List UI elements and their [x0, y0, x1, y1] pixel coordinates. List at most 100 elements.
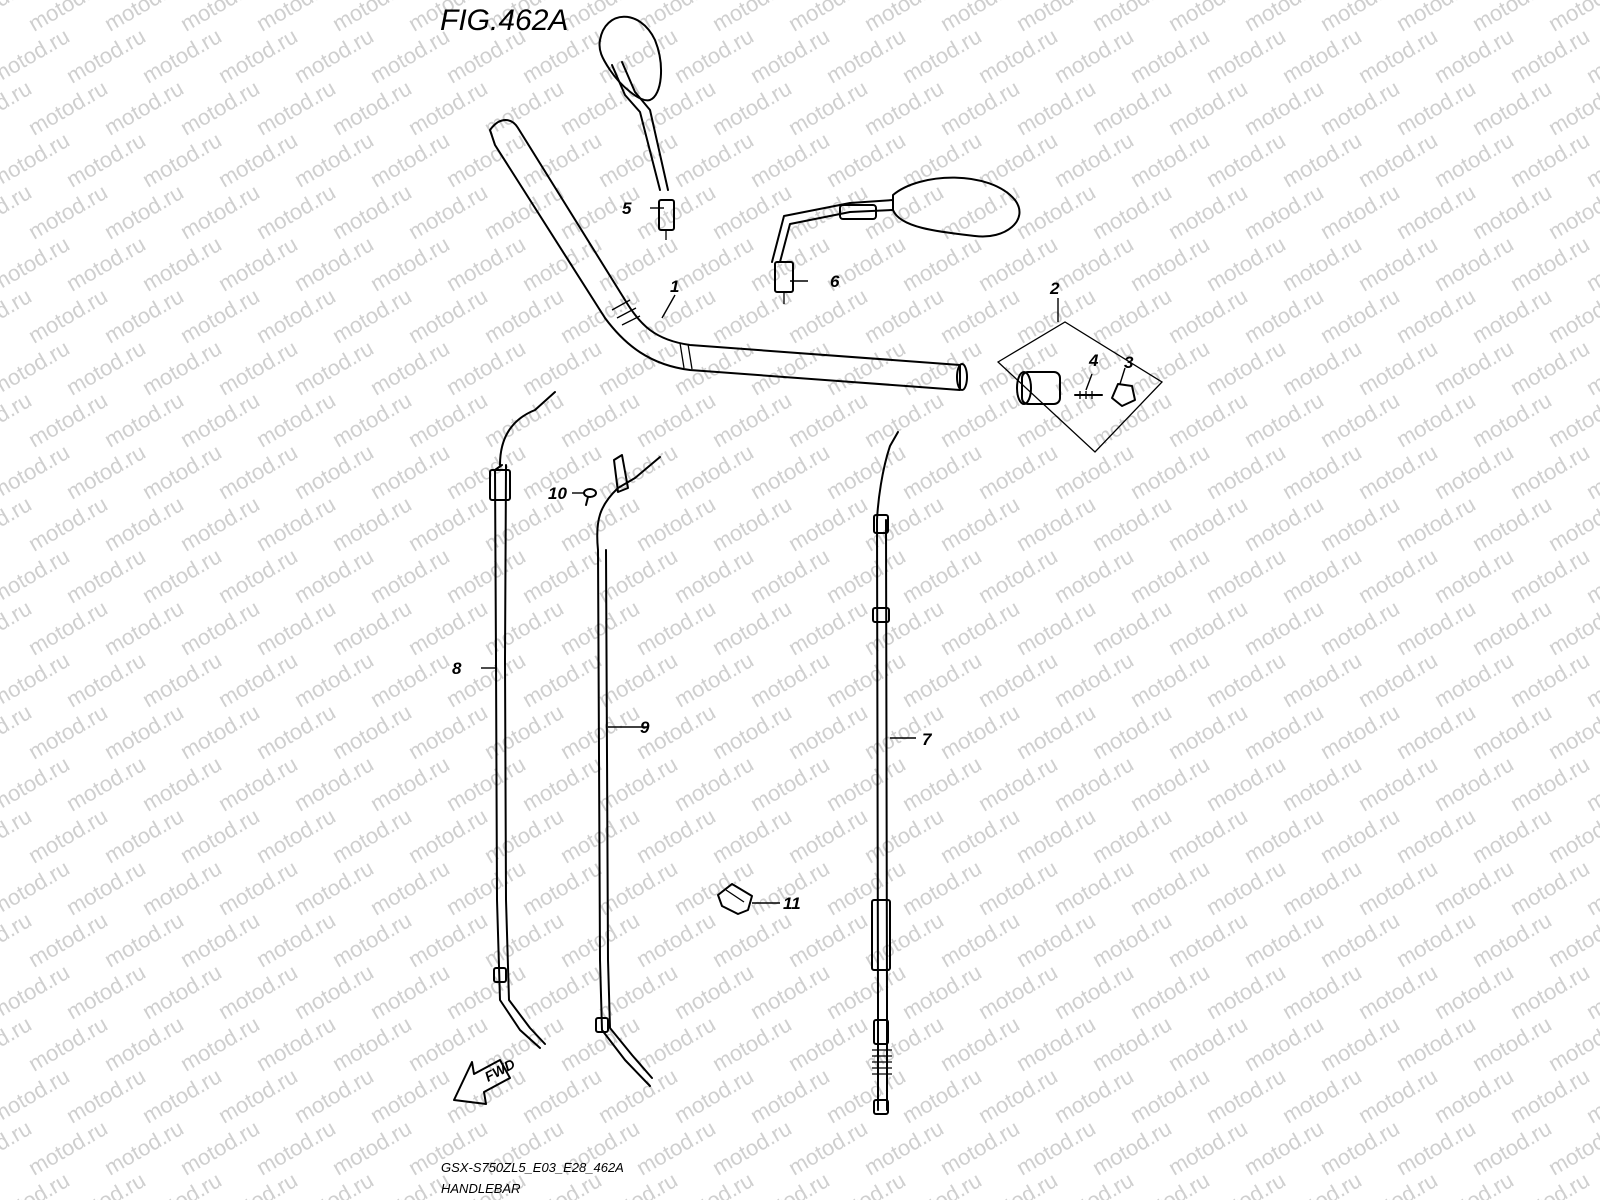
- watermark-text: motod.ru: [176, 1011, 264, 1076]
- watermark-text: motod.ru: [1012, 491, 1100, 556]
- watermark-text: motod.ru: [252, 387, 340, 452]
- watermark-text: motod.ru: [822, 647, 910, 712]
- watermark-text: motod.ru: [214, 751, 302, 816]
- watermark-text: motod.ru: [1088, 75, 1176, 140]
- watermark-text: motod.ru: [62, 231, 150, 296]
- watermark-text: motod.ru: [366, 231, 454, 296]
- watermark-text: motod.ru: [100, 1115, 188, 1180]
- callout-4[interactable]: 4: [1088, 351, 1099, 370]
- watermark-text: motod.ru: [404, 699, 492, 764]
- watermark-text: motod.ru: [594, 959, 682, 1024]
- watermark-text: motod.ru: [328, 75, 416, 140]
- callout-1[interactable]: 1: [670, 277, 679, 296]
- part-screw-10[interactable]: [583, 488, 597, 506]
- watermark-text: motod.ru: [1012, 803, 1100, 868]
- watermark-text: motod.ru: [670, 543, 758, 608]
- watermark-text: motod.ru: [1354, 127, 1442, 192]
- watermark-text: motod.ru: [784, 283, 872, 348]
- watermark-text: motod.ru: [898, 127, 986, 192]
- watermark-text: motod.ru: [214, 127, 302, 192]
- watermark-text: motod.ru: [1126, 647, 1214, 712]
- watermark-text: motod.ru: [1012, 907, 1100, 972]
- watermark-text: motod.ru: [1202, 1063, 1290, 1128]
- callout-10[interactable]: 10: [548, 484, 567, 503]
- part-clutch-cable-7[interactable]: [871, 431, 899, 1115]
- watermark-text: motod.ru: [1202, 751, 1290, 816]
- part-handlebar[interactable]: [489, 119, 968, 391]
- watermark-text: motod.ru: [1202, 647, 1290, 712]
- watermark-text: motod.ru: [974, 647, 1062, 712]
- watermark-text: motod.ru: [62, 959, 150, 1024]
- watermark-text: motod.ru: [24, 907, 112, 972]
- watermark-text: motod.ru: [176, 179, 264, 244]
- callout-11[interactable]: 11: [783, 894, 801, 913]
- watermark-text: motod.ru: [290, 543, 378, 608]
- watermark-text: motod.ru: [1506, 1167, 1594, 1200]
- part-balancer-set[interactable]: [996, 321, 1164, 453]
- watermark-text: motod.ru: [328, 0, 416, 36]
- watermark-text: motod.ru: [898, 1167, 986, 1200]
- watermark-text: motod.ru: [62, 855, 150, 920]
- watermark-text: motod.ru: [176, 803, 264, 868]
- watermark-text: motod.ru: [1012, 699, 1100, 764]
- callout-3[interactable]: 3: [1124, 353, 1134, 372]
- watermark-text: motod.ru: [860, 387, 948, 452]
- watermark-text: motod.ru: [1202, 1167, 1290, 1200]
- callout-7[interactable]: 7: [922, 730, 933, 749]
- watermark-text: motod.ru: [404, 75, 492, 140]
- watermark-text: motod.ru: [784, 0, 872, 36]
- callout-9[interactable]: 9: [640, 718, 650, 737]
- watermark-text: motod.ru: [290, 231, 378, 296]
- watermark-text: motod.ru: [404, 179, 492, 244]
- watermark-text: motod.ru: [138, 127, 226, 192]
- watermark-text: motod.ru: [252, 595, 340, 660]
- watermark-text: motod.ru: [822, 543, 910, 608]
- watermark-text: motod.ru: [1012, 0, 1100, 36]
- part-left-mirror[interactable]: [598, 15, 675, 240]
- watermark-text: motod.ru: [898, 543, 986, 608]
- part-throttle-cable-9[interactable]: [595, 454, 661, 1087]
- watermark-text: motod.ru: [100, 387, 188, 452]
- watermark-text: motod.ru: [62, 751, 150, 816]
- watermark-text: motod.ru: [1468, 595, 1556, 660]
- watermark-text: motod.ru: [214, 959, 302, 1024]
- watermark-text: motod.ru: [1164, 179, 1252, 244]
- callout-6[interactable]: 6: [830, 272, 840, 291]
- watermark-text: motod.ru: [784, 387, 872, 452]
- watermark-text: motod.ru: [1088, 803, 1176, 868]
- watermark-text: motod.ru: [860, 1115, 948, 1180]
- part-clamp-11[interactable]: [717, 883, 753, 915]
- watermark-text: motod.ru: [1202, 127, 1290, 192]
- watermark-text: motod.ru: [1240, 907, 1328, 972]
- watermark-text: motod.ru: [784, 699, 872, 764]
- watermark-text: motod.ru: [746, 751, 834, 816]
- watermark-text: motod.ru: [1430, 543, 1518, 608]
- watermark-text: motod.ru: [1392, 803, 1480, 868]
- watermark-text: motod.ru: [252, 1115, 340, 1180]
- watermark-text: motod.ru: [1392, 0, 1480, 36]
- watermark-text: motod.ru: [1050, 439, 1138, 504]
- callout-5[interactable]: 5: [622, 199, 632, 218]
- part-right-mirror[interactable]: [771, 176, 1021, 304]
- watermark-text: motod.ru: [1240, 1115, 1328, 1180]
- watermark-text: motod.ru: [1050, 959, 1138, 1024]
- watermark-text: motod.ru: [936, 907, 1024, 972]
- watermark-text: motod.ru: [1012, 75, 1100, 140]
- watermark-text: motod.ru: [898, 855, 986, 920]
- watermark-text: motod.ru: [860, 595, 948, 660]
- watermark-text: motod.ru: [24, 179, 112, 244]
- watermark-text: motod.ru: [1468, 387, 1556, 452]
- watermark-text: motod.ru: [1278, 335, 1366, 400]
- watermark-text: motod.ru: [62, 543, 150, 608]
- watermark-text: motod.ru: [974, 23, 1062, 88]
- callout-8[interactable]: 8: [452, 659, 462, 678]
- watermark-text: motod.ru: [24, 283, 112, 348]
- watermark-text: motod.ru: [214, 231, 302, 296]
- watermark-text: motod.ru: [1392, 1115, 1480, 1180]
- watermark-text: motod.ru: [708, 1115, 796, 1180]
- callout-2[interactable]: 2: [1049, 279, 1060, 298]
- watermark-text: motod.ru: [100, 699, 188, 764]
- watermark-text: motod.ru: [1088, 283, 1176, 348]
- part-throttle-cable-8[interactable]: [489, 391, 556, 1049]
- watermark-text: motod.ru: [746, 543, 834, 608]
